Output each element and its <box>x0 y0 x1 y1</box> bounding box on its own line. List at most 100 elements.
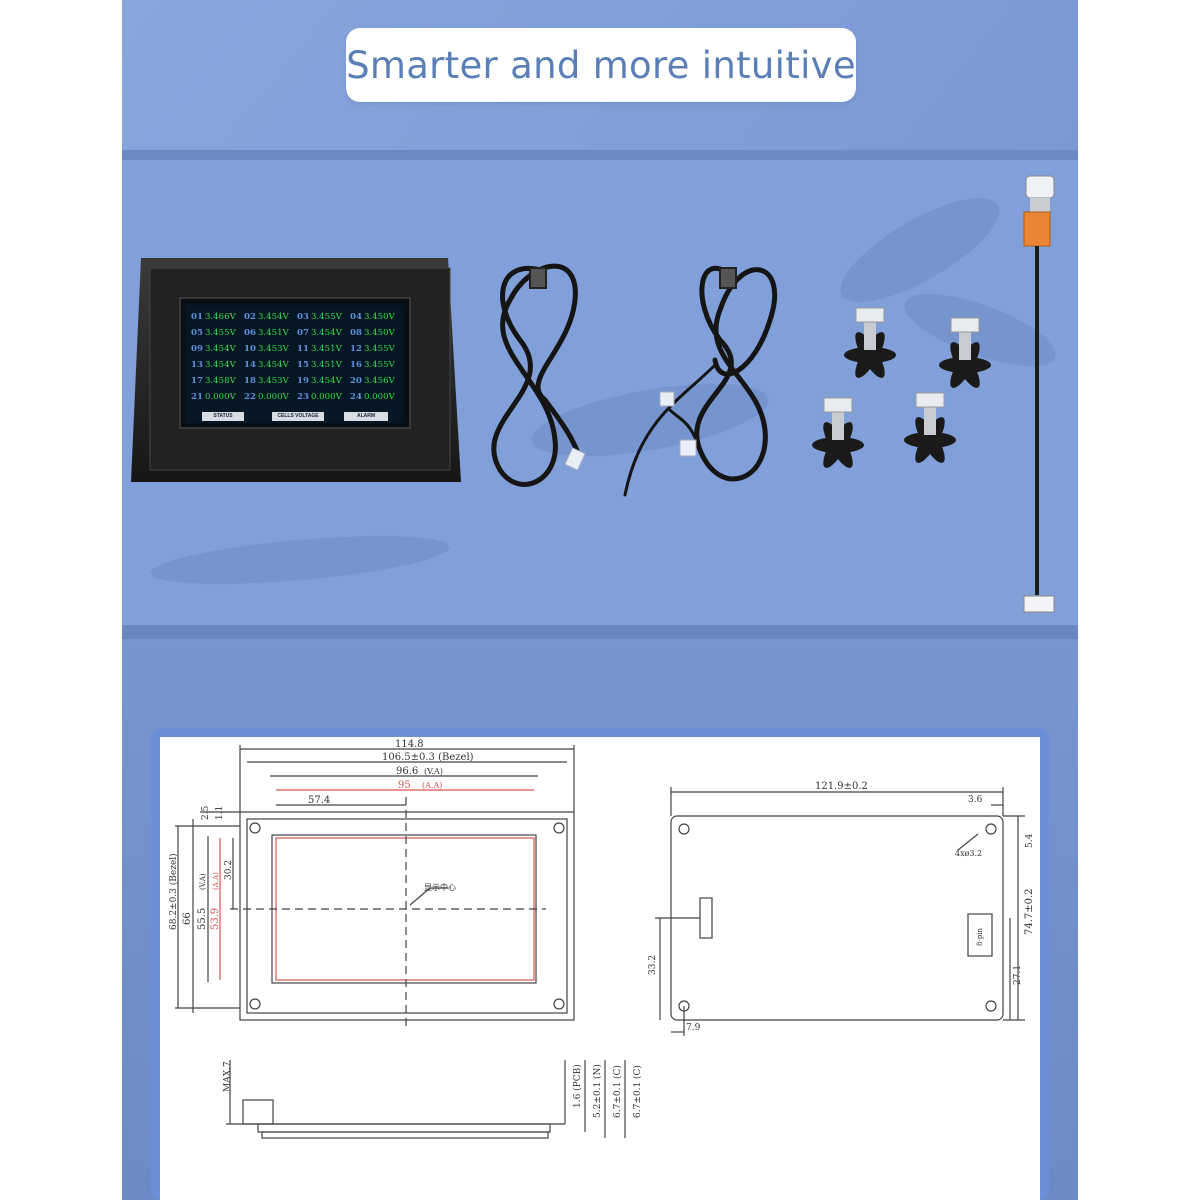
cell-value: 3.455V <box>363 344 395 354</box>
cell-index: 10 <box>244 344 256 354</box>
cell-index: 06 <box>244 328 256 338</box>
headline-pill: Smarter and more intuitive <box>346 28 856 102</box>
cell-index: 08 <box>350 328 362 338</box>
dim-height-aa: 53.9 <box>210 908 221 930</box>
cell-value: 3.451V <box>310 360 342 370</box>
shelf-edge-top <box>122 150 1078 160</box>
dim-right-27-1: 27.1 <box>1013 965 1023 985</box>
dim-hole-offset: 3.6 <box>968 795 983 805</box>
cell-value: 3.454V <box>310 328 342 338</box>
dim-height-66: 66 <box>182 912 193 925</box>
dim-width-bezel: 106.5±0.3 (Bezel) <box>382 752 474 763</box>
hole-note: 4xø3.2 <box>955 849 982 858</box>
cell-value: 3.453V <box>257 376 289 386</box>
dim-pcb: 1.6 (PCB) <box>572 1064 583 1108</box>
rj-cable-1 <box>491 263 586 487</box>
dim-offset-30-2: 30.2 <box>224 860 234 880</box>
back-view-labels: 121.9±0.2 3.6 4xø3.2 5.4 74.7±0.2 27.1 3… <box>648 781 1035 1033</box>
dim-max: MAX.7 <box>223 1061 233 1092</box>
switch-cable <box>1023 175 1055 613</box>
cell-value: 3.458V <box>204 376 236 386</box>
cell-value: 3.453V <box>257 344 289 354</box>
lcd-tabs: STATUS CELLS VOLTAGE ALARM <box>186 409 404 423</box>
sensor-cable <box>623 265 778 497</box>
cell-index: 18 <box>244 376 256 386</box>
cell-index: 17 <box>191 376 203 386</box>
dim-top-1-1: 1.1 <box>215 806 225 820</box>
cell-index: 03 <box>297 312 309 322</box>
cell-index: 04 <box>350 312 362 322</box>
cell-value: 0.000V <box>363 392 395 402</box>
tab-cells-voltage: CELLS VOLTAGE <box>272 412 324 421</box>
cell-value: 3.456V <box>363 376 395 386</box>
cell-value: 3.454V <box>310 376 342 386</box>
dim-c1: 6.7±0.1 (C) <box>612 1065 623 1118</box>
cell-index: 07 <box>297 328 309 338</box>
cell-value: 3.455V <box>363 360 395 370</box>
terminal-clamps <box>812 307 991 468</box>
drawing-card <box>160 737 1040 1200</box>
cell-index: 23 <box>297 392 309 402</box>
cell-index: 20 <box>350 376 362 386</box>
front-view-labels: 114.8 106.5±0.3 (Bezel) 96.6 (V.A) 95 (A… <box>168 739 474 930</box>
cell-index: 02 <box>244 312 256 322</box>
side-view-labels: MAX.7 1.6 (PCB) 5.2±0.1 (N) 6.7±0.1 (C) … <box>223 1061 643 1118</box>
dim-back-height: 74.7±0.2 <box>1024 888 1035 935</box>
dim-n: 5.2±0.1 (N) <box>592 1064 603 1118</box>
cell-value: 3.455V <box>310 312 342 322</box>
cell-index: 12 <box>350 344 362 354</box>
cell-value: 3.451V <box>310 344 342 354</box>
cell-index: 22 <box>244 392 256 402</box>
cell-value: 3.454V <box>257 360 289 370</box>
dim-width-aa: 95 <box>398 780 411 791</box>
dim-bottom-7-9: 7.9 <box>686 1023 701 1033</box>
cell-index: 11 <box>297 344 309 354</box>
cell-index: 14 <box>244 360 256 370</box>
dim-height-va: 55.5 <box>197 908 208 930</box>
cell-value: 3.454V <box>257 312 289 322</box>
cell-index: 21 <box>191 392 203 402</box>
dim-width-va: 96.6 <box>396 766 418 777</box>
cell-value: 3.450V <box>363 312 395 322</box>
cell-index: 05 <box>191 328 203 338</box>
cell-value: 3.451V <box>257 328 289 338</box>
cell-value: 0.000V <box>204 392 236 402</box>
dim-height-bezel: 68.2±0.3 (Bezel) <box>168 853 179 930</box>
dim-left-33-2: 33.2 <box>648 955 658 975</box>
back-view-drawing <box>655 787 1025 1036</box>
cell-index: 15 <box>297 360 309 370</box>
dim-offset-center: 57.4 <box>308 795 330 806</box>
cell-index: 09 <box>191 344 203 354</box>
cell-value: 3.466V <box>204 312 236 322</box>
cell-value: 3.454V <box>204 344 236 354</box>
cell-value: 3.455V <box>204 328 236 338</box>
dim-back-width: 121.9±0.2 <box>815 781 868 792</box>
center-note: 显示中心 <box>424 882 456 892</box>
dim-right-5-4: 5.4 <box>1025 833 1035 848</box>
dim-width-aa-tag: (A.A) <box>422 781 442 790</box>
side-view-drawing <box>226 1060 626 1139</box>
tab-alarm: ALARM <box>344 412 388 421</box>
dim-c2: 6.7±0.1 (C) <box>632 1065 643 1118</box>
dim-width-total: 114.8 <box>395 739 424 750</box>
